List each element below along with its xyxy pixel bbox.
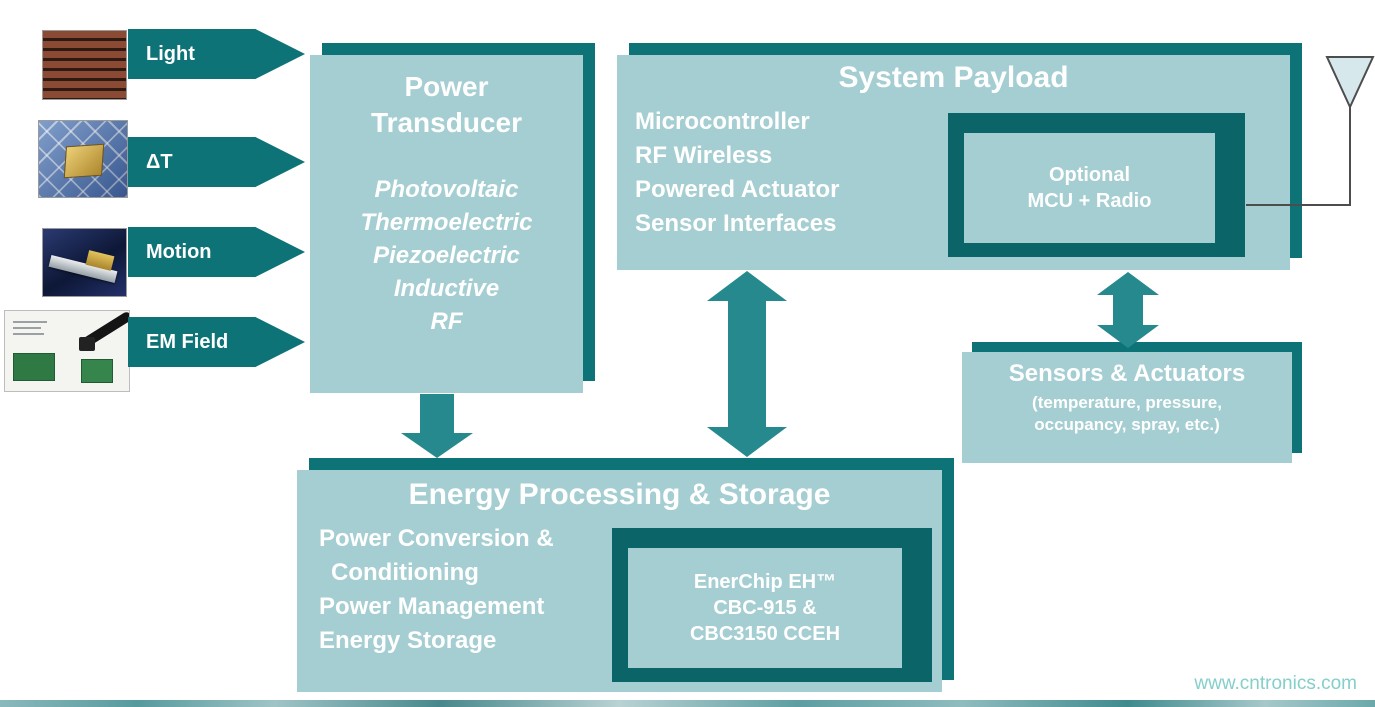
enerchip-line1: EnerChip EH™ [693,571,837,593]
transducer-type-photovoltaic: Photovoltaic [374,176,519,203]
arrow-payload-energy-bidirectional [707,271,787,457]
transducer-type-piezoelectric: Piezoelectric [373,242,520,269]
sensors-actuators-subtitle: (temperature, pressure, occupancy, spray… [1032,393,1222,434]
input-label-delta-t: ΔT [146,150,173,173]
rf-energy-harvester-board-photo [4,310,130,392]
transducer-type-rf: RF [430,308,463,335]
arrow-payload-sensors-bidirectional [1097,272,1159,348]
system-payload-title: System Payload [838,61,1069,94]
payload-item-rf-wireless: RF Wireless [635,142,773,169]
input-arrow-light: Light [128,29,305,79]
arrow-transducer-to-energy [401,394,473,458]
input-arrow-motion: Motion [128,227,305,277]
thermoelectric-chip [63,143,105,179]
power-transducer-title: Power Transducer [371,71,522,138]
payload-item-powered-actuator: Powered Actuator [635,176,840,203]
enerchip-line2: CBC-915 & [713,597,817,619]
system-payload-block: System Payload Microcontroller RF Wirele… [617,55,1290,270]
input-label-motion: Motion [146,240,212,263]
sensors-actuators-block: Sensors & Actuators (temperature, pressu… [962,352,1292,463]
enerchip-box: EnerChip EH™ CBC-915 & CBC3150 CCEH [612,528,932,682]
piezoelectric-cantilever-photo [42,228,127,297]
payload-item-microcontroller: Microcontroller [635,108,810,135]
transducer-type-inductive: Inductive [393,275,500,302]
sensors-actuators-title: Sensors & Actuators [1008,360,1246,387]
enerchip-line3: CBC3150 CCEH [689,623,841,645]
power-transducer-block: Power Transducer Photovoltaic Thermoelec… [310,55,583,393]
input-arrow-delta-t: ΔT [128,137,305,187]
optional-mcu-radio-box: Optional MCU + Radio [948,113,1245,257]
cable-plug [79,337,95,351]
optional-box-line2: MCU + Radio [1027,190,1152,212]
energy-item-power-management: Power Management [319,593,545,620]
board-print [13,327,41,329]
energy-item-conditioning: Conditioning [331,559,479,586]
payload-item-sensor-interfaces: Sensor Interfaces [635,210,837,237]
solar-panel-photo [42,30,127,100]
green-pcb [13,353,55,381]
energy-item-energy-storage: Energy Storage [319,627,497,654]
thermoelectric-module-photo [38,120,128,198]
input-label-em-field: EM Field [146,330,229,353]
watermark: www.cntronics.com [1194,673,1357,694]
board-print [13,321,47,323]
bottom-edge-strip [0,700,1375,707]
input-arrow-em-field: EM Field [128,317,305,367]
optional-box-line1: Optional [1048,164,1131,186]
input-label-light: Light [146,42,195,65]
board-print [13,333,44,335]
green-pcb [81,359,113,383]
energy-item-power-conversion: Power Conversion & [319,525,554,552]
energy-processing-title: Energy Processing & Storage [408,478,831,511]
energy-processing-block: Energy Processing & Storage Power Conver… [297,470,942,692]
transducer-type-thermoelectric: Thermoelectric [360,209,533,236]
